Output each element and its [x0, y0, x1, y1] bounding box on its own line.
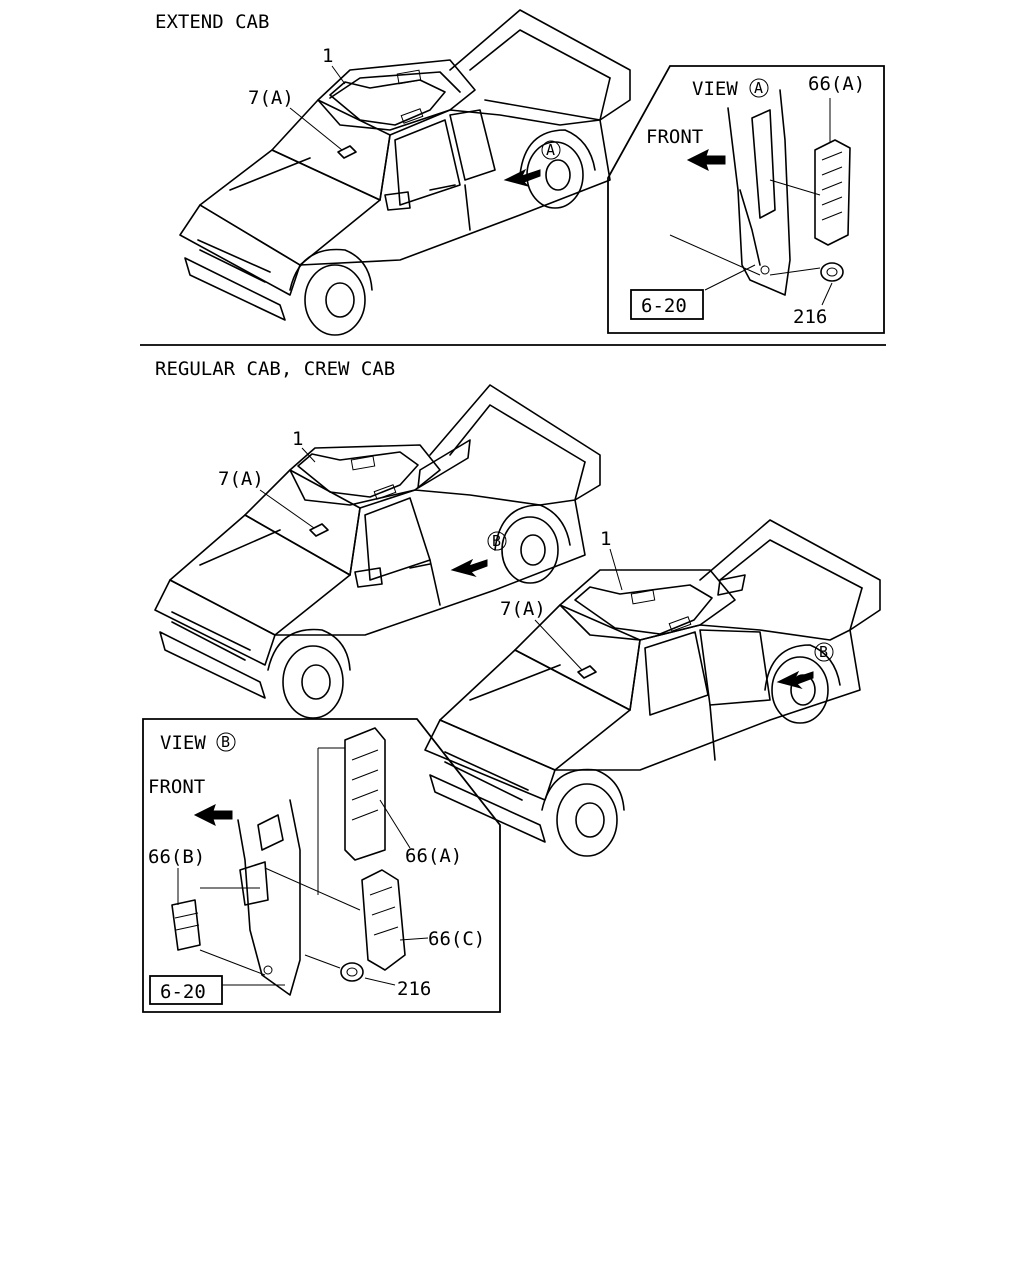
callout-66a-top: 66(A) [808, 73, 865, 95]
view-a-title-marker: A [754, 79, 763, 97]
front-label-bottom: FRONT [148, 776, 205, 798]
view-b-title: VIEW [160, 732, 206, 754]
view-a-inset: VIEW A 66(A) FRONT 216 6-20 [607, 65, 885, 334]
front-label-top: FRONT [646, 126, 703, 148]
callout-1-crew: 1 [600, 528, 611, 550]
callout-216-top: 216 [793, 306, 827, 328]
callout-7a-top: 7(A) [248, 87, 294, 109]
callout-7a-regular: 7(A) [218, 468, 264, 490]
regular-crew-cab-title: REGULAR CAB, CREW CAB [155, 358, 395, 380]
view-b-title-marker: B [221, 733, 230, 751]
front-arrow-bottom [193, 804, 233, 826]
crew-cab-truck [424, 519, 881, 857]
view-a-title: VIEW [692, 78, 738, 100]
view-a-circle [541, 140, 561, 160]
callout-66b-bottom: 66(B) [148, 846, 205, 868]
callout-1-regular: 1 [292, 428, 303, 450]
ref-6-20-top: 6-20 [641, 295, 687, 317]
callout-66c-bottom: 66(C) [428, 928, 485, 950]
callout-1-top: 1 [322, 45, 333, 67]
regular-cab-truck [154, 384, 601, 719]
callout-7a-crew: 7(A) [500, 598, 546, 620]
callout-216-bottom: 216 [397, 978, 431, 1000]
view-a-arrow [503, 168, 541, 187]
view-b-arrow-crew [776, 670, 814, 689]
ref-6-20-bottom: 6-20 [160, 981, 206, 1003]
view-b-marker-regular: B [492, 532, 501, 550]
front-arrow-top [686, 149, 726, 171]
view-a-marker-top: A [546, 141, 555, 159]
extend-cab-title: EXTEND CAB [155, 11, 269, 33]
view-b-inset: VIEW B FRONT 66(A) 66(C) 66(B) 216 [142, 718, 501, 1013]
view-b-marker-crew: B [819, 643, 828, 661]
view-b-arrow-regular [450, 558, 488, 577]
callout-66a-bottom: 66(A) [405, 845, 462, 867]
extend-cab-truck [179, 9, 631, 336]
